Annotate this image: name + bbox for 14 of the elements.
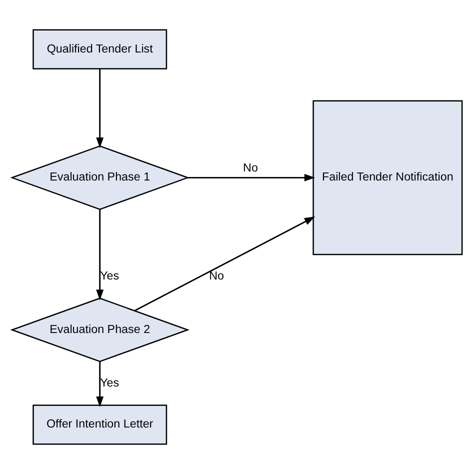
node-diamond: Evaluation Phase 1 — [10, 145, 190, 210]
edge-label: Yes — [100, 376, 120, 390]
node-diamond: Evaluation Phase 2 — [10, 298, 190, 362]
edge-label: No — [209, 269, 224, 282]
arrow — [188, 174, 316, 182]
arrow — [96, 362, 104, 408]
edge-label: No — [243, 161, 258, 174]
arrow — [96, 68, 104, 148]
arrow — [96, 209, 104, 300]
edge-label: Yes — [100, 269, 120, 282]
node-box: Qualified Tender List — [32, 29, 168, 70]
arrow — [134, 216, 316, 312]
node-box: Offer Intention Letter — [32, 404, 168, 445]
node-box: Failed Tender Notification — [312, 100, 463, 256]
